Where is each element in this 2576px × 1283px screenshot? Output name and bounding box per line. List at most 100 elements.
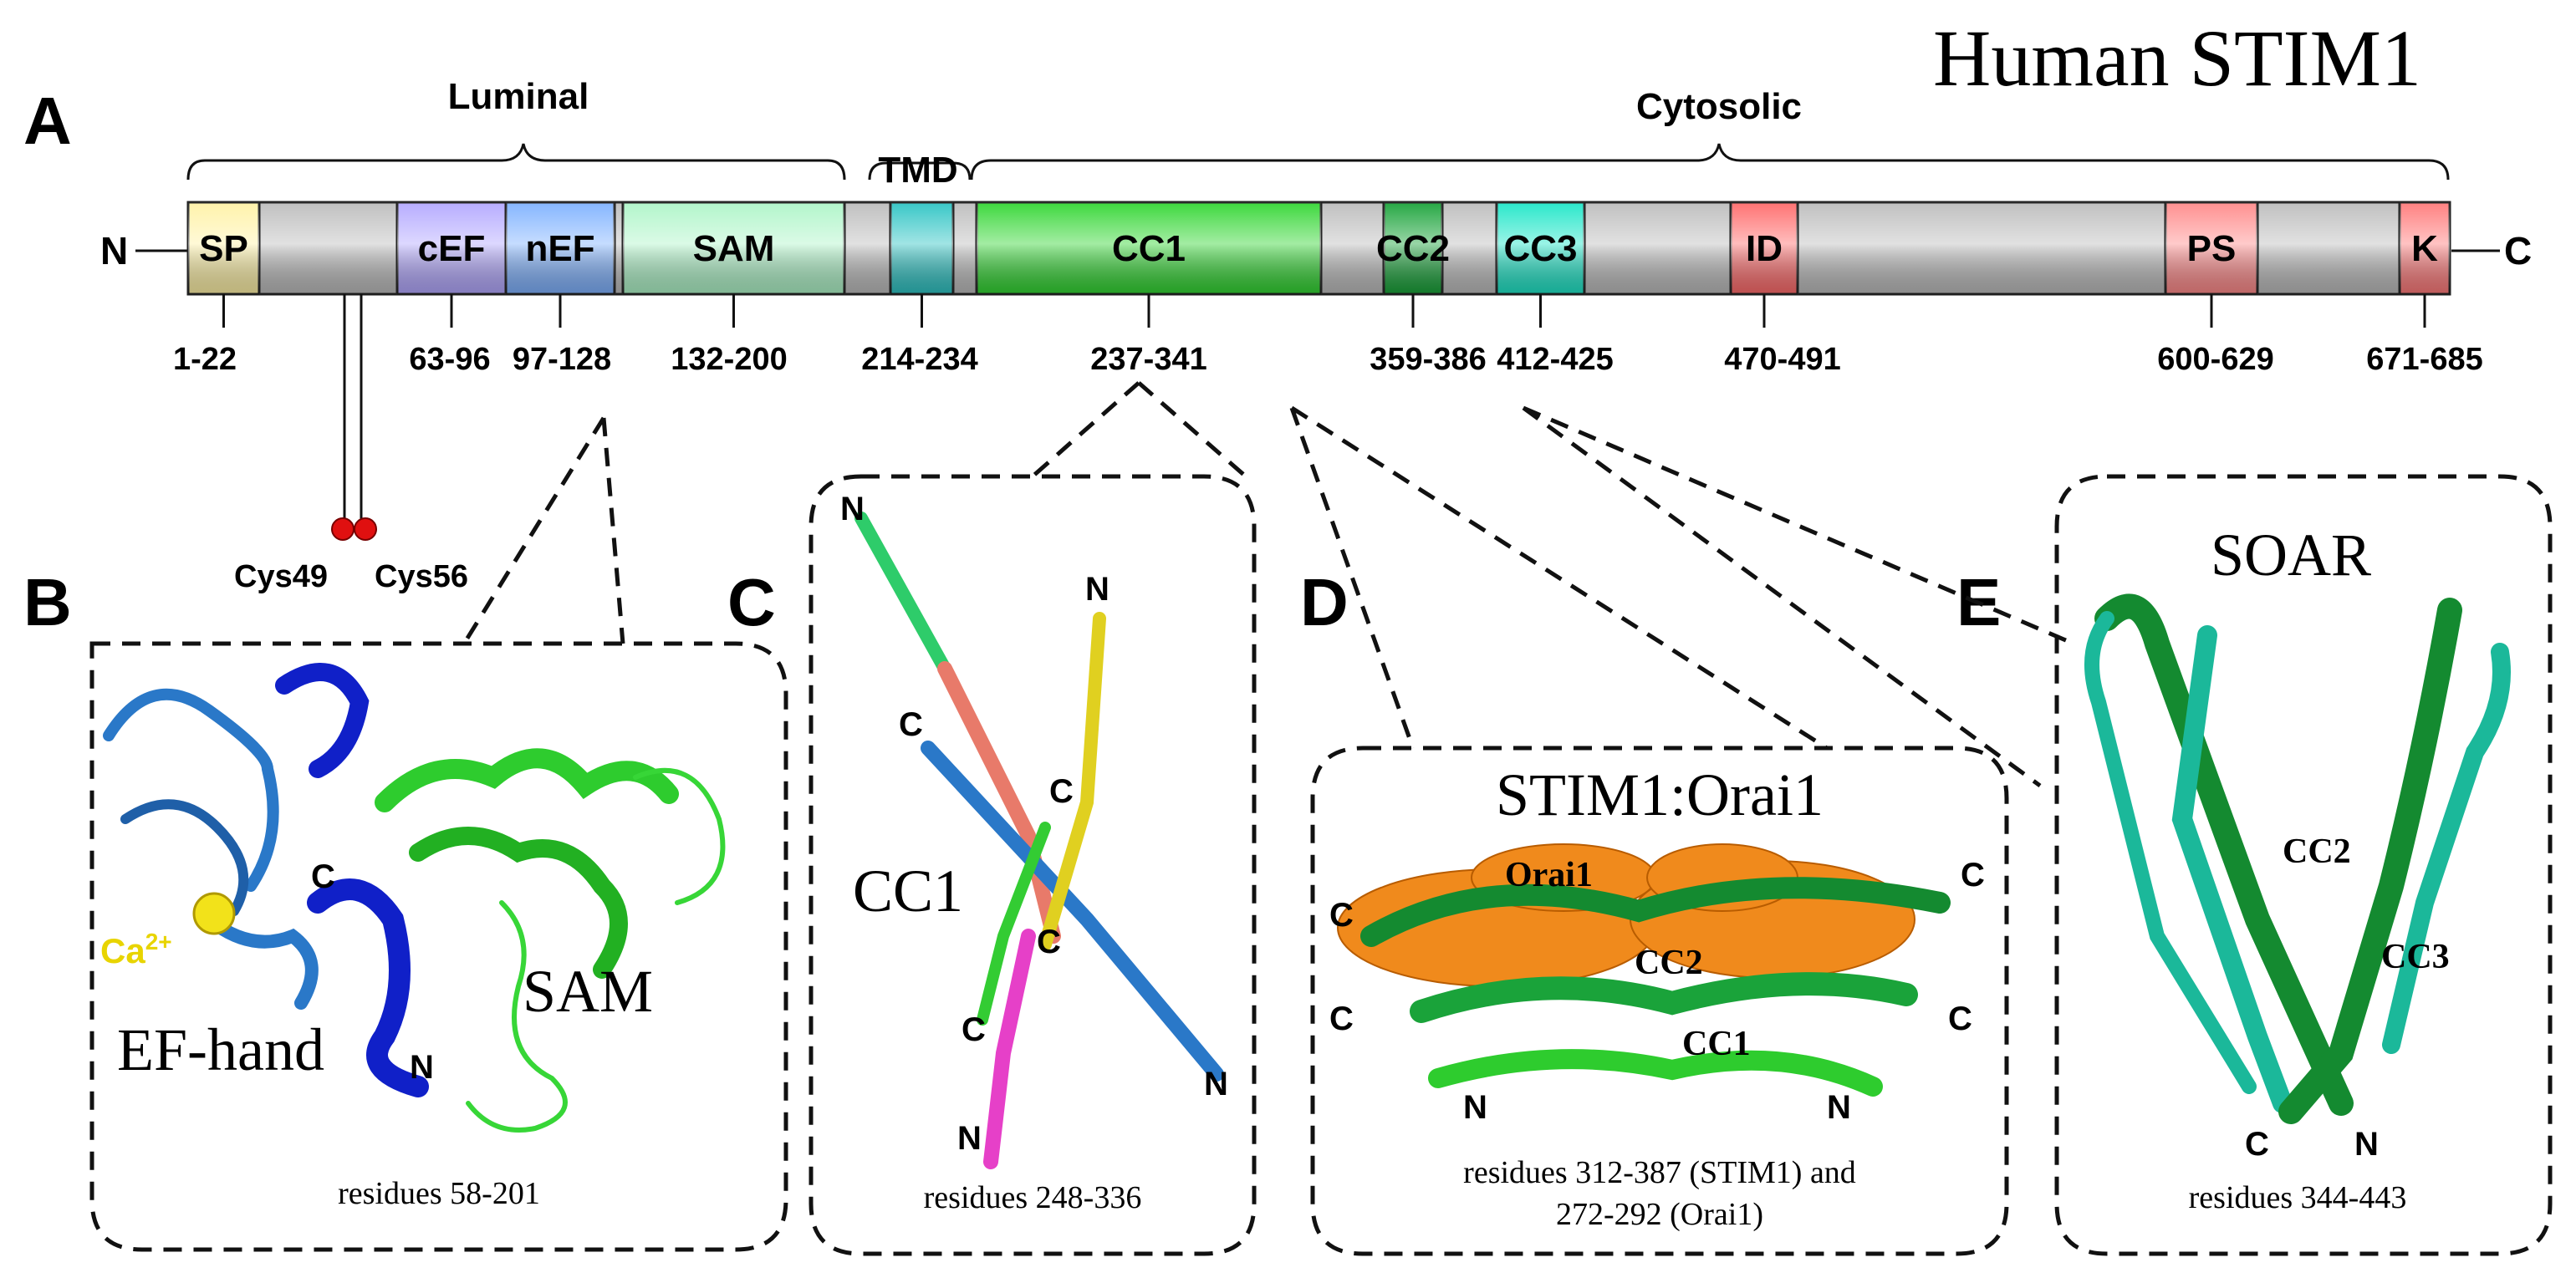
panel-d-n-left-label: N (1463, 1089, 1487, 1126)
panel-c-n-right-label: N (1085, 571, 1109, 608)
panel-d-residues-line1: residues 312-387 (STIM1) and (1463, 1155, 1856, 1190)
domain-label: SP (199, 228, 248, 269)
domain-range-label: 132-200 (671, 342, 787, 377)
cytosolic-label: Cytosolic (1636, 86, 1802, 127)
panel-letter-b: B (23, 565, 72, 639)
domain-cc2: CC2 359-386 (1370, 201, 1487, 377)
domain-shine (1384, 202, 1442, 294)
panel-b-frame (89, 641, 788, 1252)
domain-shine (1731, 202, 1798, 294)
domain-tmd: 214-234 (861, 201, 978, 377)
domain-range-label: 214-234 (861, 342, 977, 377)
domain-shine (2165, 202, 2257, 294)
domain-range-label: 1-22 (173, 342, 237, 377)
domain-label: cEF (418, 228, 486, 269)
panel-d-title: STIM1:Orai1 (1496, 761, 1824, 828)
calcium-ion (192, 892, 236, 935)
panel-c-n-top-label: N (840, 491, 865, 527)
panel-c-n-bottom-label: N (957, 1120, 982, 1157)
domain-shine (623, 202, 844, 294)
panel-d-cc1-label: CC1 (1682, 1025, 1751, 1063)
panel-e-c-label: C (2245, 1126, 2269, 1163)
tmd-bracket: TMD (868, 150, 972, 191)
domain-k: K 671-685 (2366, 201, 2483, 377)
domain-cc3: CC3 412-425 (1495, 201, 1614, 377)
domain-sam: SAM 132-200 (621, 201, 846, 377)
panel-c-frame (809, 474, 1257, 1256)
domain-shine (506, 202, 615, 294)
panel-e-residues: residues 344-443 (2189, 1180, 2407, 1215)
panel-d-orai1-label: Orai1 (1505, 856, 1593, 894)
panel-c-c-center-label: C (1037, 924, 1061, 960)
domain-range-label: 359-386 (1370, 342, 1486, 377)
domain-sp: SP 1-22 (173, 201, 261, 377)
panel-d-structure (1337, 843, 1951, 1097)
domain-label: CC3 (1503, 228, 1577, 269)
domain-range-label: 470-491 (1724, 342, 1840, 377)
domain-shine (1497, 202, 1584, 294)
panel-letter-d: D (1300, 565, 1349, 639)
domain-label: nEF (525, 228, 594, 269)
domain-id: ID 470-491 (1724, 201, 1841, 377)
c-terminus-label: C (2504, 229, 2532, 272)
domain-range-label: 63-96 (409, 342, 490, 377)
domain-label: PS (2187, 228, 2237, 269)
connector-lines (462, 381, 2074, 788)
connector-b (462, 416, 625, 645)
luminal-bracket: Luminal (186, 76, 846, 181)
domain-shine (397, 202, 506, 294)
cys56-dot (354, 517, 377, 541)
panel-d-c-right-top-label: C (1961, 857, 1985, 894)
n-terminus-label: N (100, 229, 128, 272)
panel-d-frame (1310, 746, 2009, 1256)
tmd-label: TMD (878, 150, 957, 191)
panel-b-efhand-label: EF-hand (117, 1016, 324, 1083)
panel-d-c-left-bottom-label: C (1329, 1000, 1354, 1037)
panel-e-structure (2084, 593, 2511, 1124)
luminal-label: Luminal (448, 76, 589, 117)
panel-b-ca-label: Ca2+ (100, 929, 172, 970)
panel-letter-a: A (23, 84, 72, 158)
panel-e-cc2-label: CC2 (2283, 832, 2351, 871)
panel-d-c-right-bottom-label: C (1948, 1000, 1972, 1037)
panel-b-residues: residues 58-201 (338, 1176, 540, 1211)
panel-b-sam-label: SAM (523, 958, 653, 1025)
cys49-dot (331, 517, 355, 541)
panel-d-n-right-label: N (1827, 1089, 1851, 1126)
domain-shine (188, 202, 259, 294)
cysteine-markers: Cys49 Cys56 (234, 294, 468, 594)
panel-letter-c: C (727, 565, 776, 639)
domain-cc1: CC1 237-341 (975, 201, 1323, 377)
domain-cef: cEF 63-96 (395, 201, 508, 377)
panel-c-n-low-right-label: N (1204, 1066, 1228, 1102)
domain-range-label: 671-685 (2366, 342, 2482, 377)
domain-label: ID (1746, 228, 1783, 269)
domain-label: CC2 (1376, 228, 1450, 269)
panel-c-cc1-label: CC1 (853, 858, 963, 924)
panel-e-cc3-label: CC3 (2381, 938, 2450, 976)
panel-d-residues-line2: 272-292 (Orai1) (1556, 1197, 1763, 1232)
domain-label: SAM (693, 228, 775, 269)
panel-c-c-mid-label: C (1049, 773, 1074, 810)
cytosolic-bracket: Cytosolic (970, 86, 2450, 181)
figure-title: Human STIM1 (1933, 13, 2421, 103)
domain-label: CC1 (1112, 228, 1186, 269)
panel-b-c-label: C (311, 858, 335, 895)
panel-c-c-bottom-label: C (962, 1011, 986, 1048)
panel-e-title: SOAR (2211, 522, 2371, 588)
domain-label: K (2411, 228, 2438, 269)
panel-c-structure (854, 512, 1224, 1169)
panel-b-n-label: N (410, 1049, 434, 1086)
panel-e-n-label: N (2354, 1126, 2379, 1163)
cys56-label: Cys56 (375, 559, 468, 594)
domain-range-label: 412-425 (1497, 342, 1613, 377)
domain-range-label: 237-341 (1090, 342, 1206, 377)
cys49-label: Cys49 (234, 559, 328, 594)
connector-e (1522, 405, 2074, 788)
connector-c (1031, 381, 1247, 478)
